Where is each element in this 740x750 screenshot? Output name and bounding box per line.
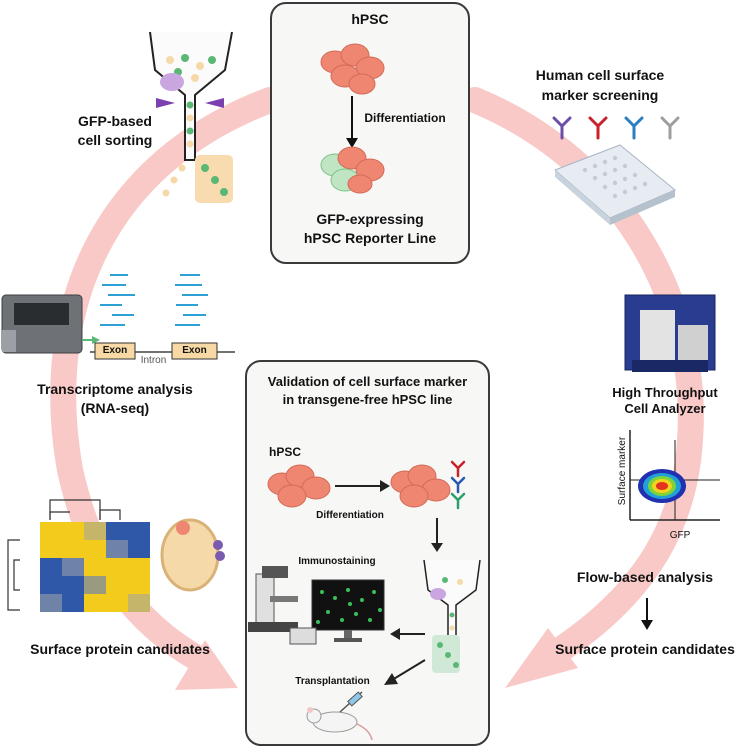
exon-label-2: Exon xyxy=(182,345,207,356)
plot-xlabel: GFP xyxy=(669,530,691,541)
hpsc-cells-icon xyxy=(267,464,331,508)
reporter-line-label-2: hPSC Reporter Line xyxy=(303,230,437,246)
antibody-icon xyxy=(450,460,466,510)
analyzer-label-2: Cell Analyzer xyxy=(624,401,706,416)
immunostaining-label: Immunostaining xyxy=(298,556,376,567)
screen-label-1: Human cell surface xyxy=(535,67,665,83)
monitor-icon xyxy=(289,579,385,645)
flow-analysis-label: Flow-based analysis xyxy=(576,569,714,585)
left-candidates-label: Surface protein candidates xyxy=(30,641,210,657)
bottom-differentiation-label: Differentiation xyxy=(316,510,384,521)
bottom-hpsc-label: hPSC xyxy=(268,445,301,459)
reporter-line-label-1: GFP-expressing xyxy=(316,211,424,227)
well-plate-icon xyxy=(554,144,676,225)
sorting-label-2: cell sorting xyxy=(77,132,153,148)
reporter-line-box xyxy=(270,2,470,264)
exon-label-1: Exon xyxy=(102,345,128,356)
funnel-sorter-icon xyxy=(423,559,481,673)
hpsc-cells-icon xyxy=(320,43,385,95)
transcriptome-title-1: Transcriptome analysis xyxy=(37,381,193,397)
intron-label: Intron xyxy=(140,355,167,366)
top-differentiation-label: Differentiation xyxy=(364,111,446,125)
analyzer-label-1: High Throughput xyxy=(612,385,718,400)
screen-label-2: marker screening xyxy=(541,87,659,103)
antibody-icon xyxy=(552,116,680,140)
top-hpsc-label: hPSC xyxy=(351,11,389,27)
diff-cells-icon xyxy=(390,464,451,508)
transcriptome-title-2: (RNA-seq) xyxy=(80,400,150,416)
validation-box xyxy=(245,360,490,746)
cell-protein-icon xyxy=(160,518,225,592)
validation-title-2: in transgene-free hPSC line xyxy=(282,392,453,407)
validation-title-1: Validation of cell surface marker xyxy=(267,374,468,389)
mouse-icon xyxy=(306,707,373,741)
sequencer-icon xyxy=(1,294,83,354)
microscope-icon xyxy=(248,566,298,632)
sorting-label-1: GFP-based xyxy=(78,113,152,129)
transplantation-label: Transplantation xyxy=(295,676,370,687)
syringe-icon xyxy=(339,691,363,713)
right-candidates-label: Surface protein candidates xyxy=(555,641,735,657)
gfp-cells-icon xyxy=(320,146,385,194)
